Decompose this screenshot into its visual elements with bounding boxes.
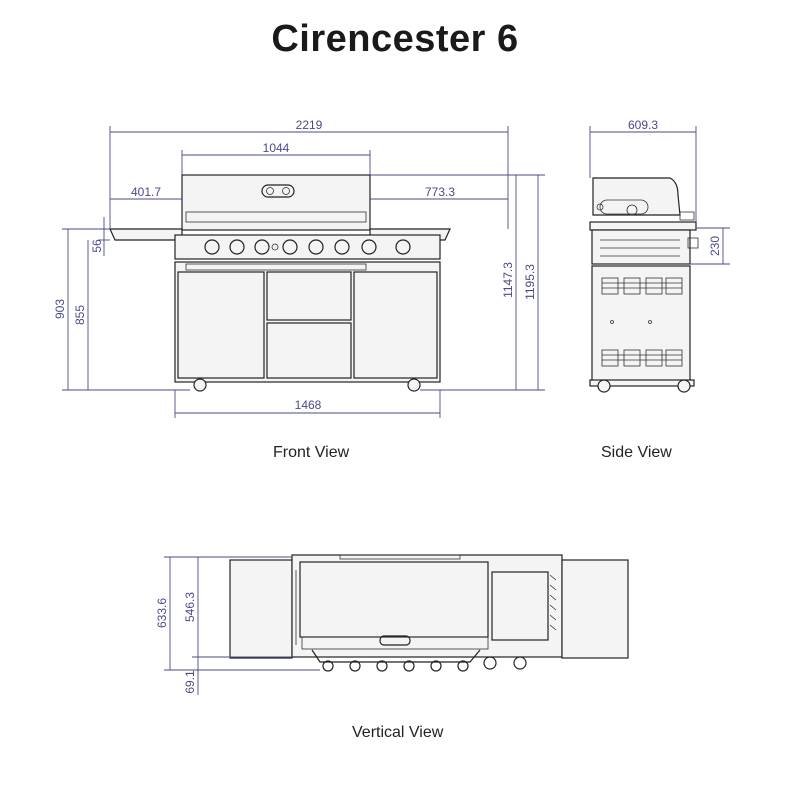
side-view: 609.3 230 <box>589 118 730 393</box>
dim-top-633: 633.6 <box>155 598 169 628</box>
dim-left-offset: 401.7 <box>131 185 161 199</box>
front-lid <box>181 174 371 231</box>
top-control-knobs <box>322 656 527 672</box>
top-side-burner <box>491 571 549 641</box>
front-right-wheel <box>407 378 421 392</box>
front-control-knobs <box>204 239 411 255</box>
top-right-shelf <box>561 559 629 659</box>
page-title: Cirencester 6 <box>271 18 519 60</box>
side-shelf <box>589 221 697 231</box>
side-upper-vents <box>601 277 683 295</box>
dim-right-offset: 773.3 <box>425 185 455 199</box>
caption-vertical-view: Vertical View <box>352 724 444 741</box>
side-lid <box>592 177 681 216</box>
front-control-panel <box>174 234 441 260</box>
dim-side-depth: 609.3 <box>628 118 658 132</box>
caption-side-view: Side View <box>601 444 672 461</box>
dim-height-855: 855 <box>73 305 87 325</box>
dim-top-546: 546.3 <box>183 592 197 622</box>
front-lid-handle <box>261 184 295 198</box>
side-cabinet <box>591 265 691 383</box>
dim-height-1195: 1195.3 <box>523 264 537 300</box>
front-left-wheel <box>193 378 207 392</box>
front-left-shelf <box>109 228 183 241</box>
side-control-panel <box>591 229 691 265</box>
dim-shelf-gap: 56 <box>90 239 104 253</box>
dim-height-903: 903 <box>53 299 67 319</box>
side-right-wheel <box>677 379 691 393</box>
vertical-view: 633.6 546.3 69.1 <box>155 554 629 695</box>
side-left-wheel <box>597 379 611 393</box>
dim-top-69: 69.1 <box>183 670 197 694</box>
caption-front-view: Front View <box>273 444 350 461</box>
dim-side-230: 230 <box>708 236 722 256</box>
top-main-body <box>291 554 563 658</box>
front-top-drawer <box>266 271 352 321</box>
dim-cart-width: 1468 <box>295 398 322 412</box>
front-left-door <box>177 271 265 379</box>
dim-height-1147: 1147.3 <box>501 262 515 298</box>
dim-front-total-width: 2219 <box>296 118 323 132</box>
front-bottom-drawer <box>266 322 352 379</box>
top-left-shelf <box>229 559 293 659</box>
front-view: 2219 1044 401.7 773.3 1468 56 903 855 <box>53 118 545 418</box>
top-lid-handle <box>379 635 411 646</box>
front-right-door <box>353 271 438 379</box>
front-cart <box>174 261 441 383</box>
dim-lid-width: 1044 <box>263 141 290 155</box>
side-lower-vents <box>601 349 683 367</box>
